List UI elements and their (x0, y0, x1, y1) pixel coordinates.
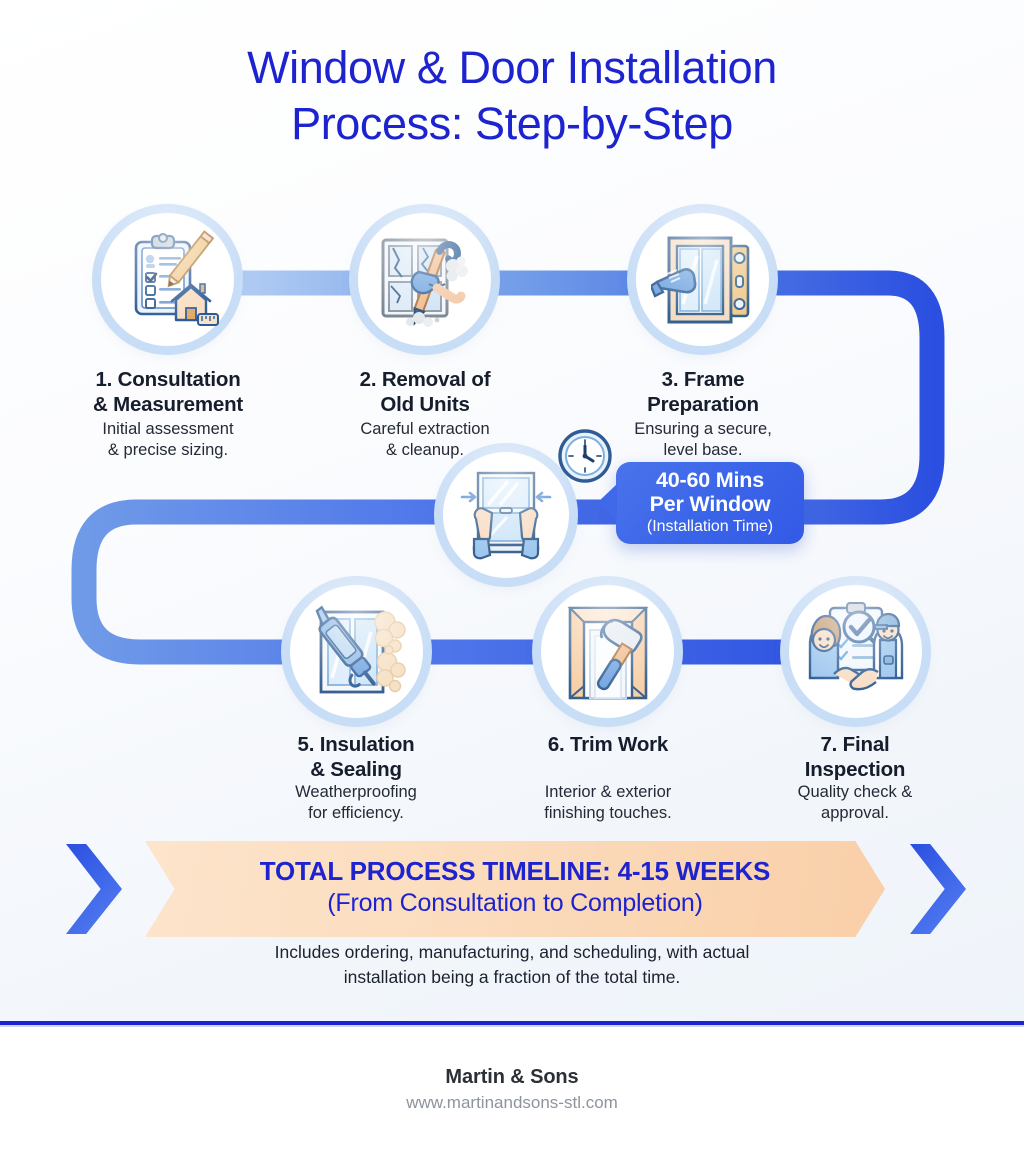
step-1-desc-line-2: & precise sizing. (107, 440, 229, 459)
footer (0, 1027, 1024, 1154)
page-title-line-2: Process: Step-by-Step (291, 98, 733, 149)
company-website[interactable]: www.martinandsons-stl.com (406, 1093, 618, 1112)
step-7-label: 7. Final Inspection (735, 733, 975, 782)
page-title-line-1: Window & Door Installation (247, 42, 777, 93)
step-3-desc-line-2: level base. (663, 440, 743, 459)
step-2-desc-line-1: Careful extraction (360, 420, 490, 438)
step-6-label: 6. Trim Work (488, 733, 728, 758)
banner-body (145, 841, 885, 937)
footer-divider (0, 1021, 1024, 1025)
hands-installing-window-clock-icon (443, 452, 569, 578)
installation-time-badge[interactable]: 40-60 Mins Per Window (Installation Time… (597, 462, 804, 544)
step-7-description: Quality check & approval. (735, 782, 975, 823)
step-1-description: Initial assessment & precise sizing. (48, 419, 288, 460)
banner-right-chevron-icon (910, 844, 966, 934)
step-5-label-line-1: 5. Insulation (297, 733, 415, 756)
step-7-label-line-1: 7. Final (820, 733, 890, 756)
step-7-desc-line-2: approval. (821, 803, 889, 822)
step-6-label-line-1: 6. Trim Work (547, 733, 669, 756)
step-1-label-line-2: & Measurement (92, 392, 244, 416)
step-6-description: Interior & exterior finishing touches. (488, 782, 728, 823)
step-2-label: 2. Removal of Old Units (305, 368, 545, 417)
clock-icon (558, 429, 612, 483)
banner-headline: TOTAL PROCESS TIMELINE: 4-15 WEEKS (259, 856, 771, 886)
clipboard-checklist-pencil-house-tape-icon (101, 213, 234, 346)
step-5-description: Weatherproofing for efficiency. (236, 782, 476, 823)
banner-subline: (From Consultation to Completion) (327, 889, 703, 917)
step-2-label-line-1: 2. Removal of (359, 368, 491, 391)
badge-line-1: 40-60 Mins (656, 468, 764, 492)
footer-divider-secondary (0, 1025, 1024, 1027)
window-frame-spirit-level-gloved-hand-icon (636, 213, 769, 346)
step-1-label: 1. Consultation & Measurement (48, 368, 288, 417)
badge-line-2: Per Window (649, 492, 771, 516)
company-name: Martin & Sons (445, 1066, 579, 1088)
step-3-label-line-2: Preparation (647, 392, 759, 416)
step-4-circle (434, 443, 578, 587)
banner-left-chevron-icon (66, 844, 122, 934)
step-2-description: Careful extraction & cleanup. (305, 419, 545, 460)
caulk-gun-foam-window-icon (290, 585, 423, 718)
step-2-label-line-2: Old Units (380, 392, 470, 416)
step-6-desc-line-1: Interior & exterior (544, 783, 672, 801)
step-1-circle (92, 204, 243, 355)
step-5-label: 5. Insulation & Sealing (236, 733, 476, 782)
step-5-label-line-2: & Sealing (310, 757, 402, 781)
step-3-description: Ensuring a secure, level base. (583, 419, 823, 460)
banner-note-line-2: installation being a fraction of the tot… (343, 967, 681, 987)
step-3-label-line-1: 3. Frame (661, 368, 745, 391)
step-5-circle (281, 576, 432, 727)
step-5-desc-line-1: Weatherproofing (295, 783, 417, 801)
step-1-desc-line-1: Initial assessment (102, 420, 234, 438)
step-2-circle (349, 204, 500, 355)
broken-window-crowbar-gloved-hand-icon (358, 213, 491, 346)
step-7-label-line-2: Inspection (804, 757, 906, 781)
handshake-checklist-approval-icon (789, 585, 922, 718)
step-1-label-line-1: 1. Consultation (95, 368, 241, 391)
badge-line-3: (Installation Time) (646, 518, 774, 535)
door-trim-hammer-icon (541, 585, 674, 718)
step-3-desc-line-1: Ensuring a secure, (634, 420, 772, 438)
step-5-desc-line-2: for efficiency. (308, 803, 404, 822)
step-7-desc-line-1: Quality check & (797, 783, 913, 801)
step-7-circle (780, 576, 931, 727)
page-title: Window & Door Installation Process: Step… (0, 40, 1024, 152)
banner-note-line-1: Includes ordering, manufacturing, and sc… (274, 942, 750, 962)
step-3-label: 3. Frame Preparation (583, 368, 823, 417)
banner-note: Includes ordering, manufacturing, and sc… (112, 940, 912, 990)
step-6-desc-line-2: finishing touches. (544, 803, 672, 822)
step-2-desc-line-2: & cleanup. (386, 440, 464, 459)
step-3-circle (627, 204, 778, 355)
step-6-circle (532, 576, 683, 727)
badge-pointer-arrow (597, 484, 617, 522)
total-timeline-banner: TOTAL PROCESS TIMELINE: 4-15 WEEKS (From… (60, 841, 970, 937)
